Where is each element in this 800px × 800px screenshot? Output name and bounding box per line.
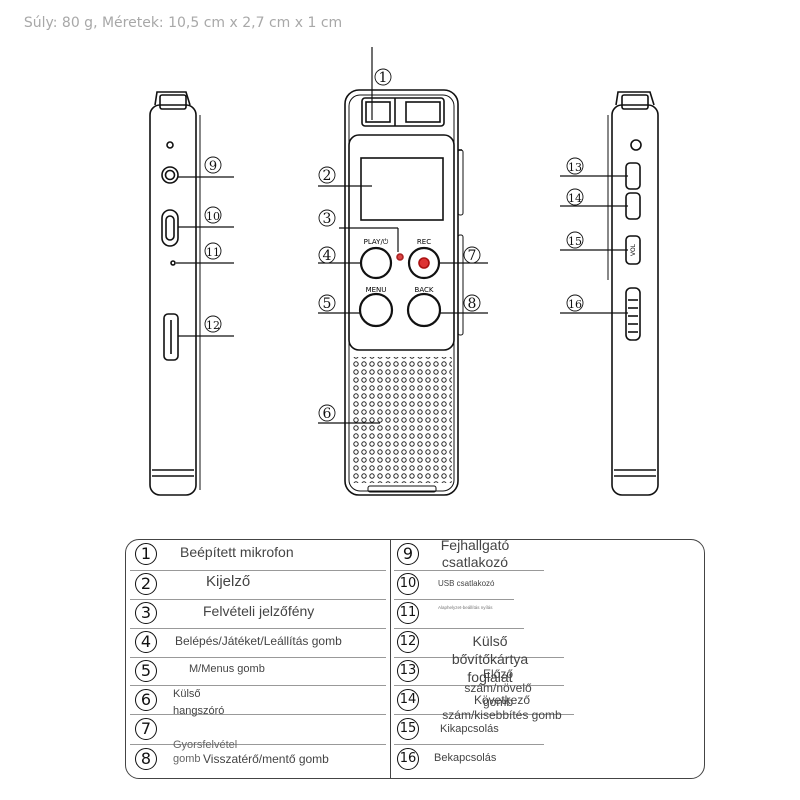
legend-num: 11 xyxy=(397,602,419,624)
menu-button-icon xyxy=(358,292,394,328)
svg-text:2: 2 xyxy=(323,168,332,184)
callout-7: 7 xyxy=(463,246,481,264)
legend-label: Előző szám/növelő gomb xyxy=(464,667,532,709)
legend-label: Alaphelyzet-beállítás nyílás xyxy=(438,605,493,610)
legend-num: 5 xyxy=(135,660,157,682)
legend-num: 16 xyxy=(397,748,419,770)
callout-3: 3 xyxy=(318,209,336,227)
svg-text:1: 1 xyxy=(379,70,388,86)
front-view xyxy=(318,47,488,496)
legend-num: 15 xyxy=(397,718,419,740)
svg-text:4: 4 xyxy=(323,248,332,264)
svg-text:5: 5 xyxy=(323,296,332,312)
legend-label: Fejhallgató csatlakozó xyxy=(440,537,510,570)
legend-label: Kikapcsolás xyxy=(440,723,499,735)
svg-text:16: 16 xyxy=(568,298,582,311)
legend-label: Felvételi jelzőfény xyxy=(203,603,315,619)
next-button-icon xyxy=(625,192,641,220)
legend-label: Visszatérő/mentő gomb xyxy=(203,752,329,766)
callout-6: 6 xyxy=(318,404,336,422)
svg-text:12: 12 xyxy=(206,319,220,332)
legend-num: 9 xyxy=(397,543,419,565)
legend-label: Kijelző xyxy=(206,573,251,590)
right-side-view xyxy=(560,91,659,496)
legend-num: 3 xyxy=(135,602,157,624)
legend-num: 7 xyxy=(135,718,157,740)
svg-text:6: 6 xyxy=(323,406,332,422)
reset-hole-icon xyxy=(170,260,176,266)
vol-label: VOL xyxy=(630,243,637,256)
legend-label: Bekapcsolás xyxy=(434,752,497,764)
callout-13: 13 xyxy=(566,157,584,175)
svg-text:14: 14 xyxy=(568,192,582,205)
legend-num: 12 xyxy=(397,631,419,653)
callout-9: 9 xyxy=(204,156,222,174)
legend-num: 8 xyxy=(135,748,157,770)
svg-text:7: 7 xyxy=(468,248,477,264)
svg-text:11: 11 xyxy=(206,246,220,259)
play-label: PLAY/⏻ xyxy=(364,238,389,246)
legend-label: Külső hangszóró xyxy=(173,688,225,717)
headphone-jack-icon xyxy=(161,166,179,184)
callout-5: 5 xyxy=(318,294,336,312)
callout-8: 8 xyxy=(463,294,481,312)
callout-12: 12 xyxy=(204,315,222,333)
legend-num: 13 xyxy=(397,660,419,682)
svg-text:10: 10 xyxy=(206,210,220,223)
display-icon xyxy=(360,157,444,221)
power-led-icon xyxy=(630,139,642,151)
card-slot-icon xyxy=(163,313,179,361)
legend-label: Következő szám/kisebbítés gomb xyxy=(442,693,562,722)
rec-label: REC xyxy=(417,238,431,246)
play-button-icon xyxy=(359,246,393,280)
legend-num: 10 xyxy=(397,573,419,595)
back-label: BACK xyxy=(415,286,434,294)
usb-port-icon xyxy=(161,209,179,247)
legend-divider xyxy=(390,540,391,778)
legend-label: Beépített mikrofon xyxy=(180,544,294,560)
speaker-grill-icon xyxy=(352,357,452,483)
legend-label: Külső bővítőkártya foglalat xyxy=(451,633,529,685)
callout-1: 1 xyxy=(374,68,392,86)
callout-14: 14 xyxy=(566,188,584,206)
microphone-icon xyxy=(361,97,445,127)
power-switch-icon xyxy=(625,287,641,341)
prev-button-icon xyxy=(625,162,641,190)
svg-text:15: 15 xyxy=(568,235,582,248)
callout-16: 16 xyxy=(566,294,584,312)
legend-label: Gyorsfelvétel gomb xyxy=(173,739,238,765)
legend-num: 2 xyxy=(135,573,157,595)
callout-2: 2 xyxy=(318,166,336,184)
legend-label: Belépés/Játéket/Leállítás gomb xyxy=(175,634,342,648)
legend-num: 1 xyxy=(135,543,157,565)
svg-text:9: 9 xyxy=(209,159,217,174)
legend-num: 6 xyxy=(135,689,157,711)
legend-label: M/Menus gomb xyxy=(189,663,265,675)
svg-text:3: 3 xyxy=(323,211,332,227)
callout-15: 15 xyxy=(566,231,584,249)
callout-11: 11 xyxy=(204,242,222,260)
spec-text: Súly: 80 g, Méretek: 10,5 cm x 2,7 cm x … xyxy=(23,15,343,31)
callout-4: 4 xyxy=(318,246,336,264)
legend-num: 14 xyxy=(397,689,419,711)
device-diagram: PLAY/⏻ REC MENU BACK VOL 1 2 3 4 5 6 7 8… xyxy=(149,47,659,496)
callout-10: 10 xyxy=(204,206,222,224)
back-button-icon xyxy=(406,292,442,328)
legend-label: USB csatlakozó xyxy=(438,579,495,588)
legend-table xyxy=(125,539,705,779)
menu-label: MENU xyxy=(366,286,387,294)
legend-num: 4 xyxy=(135,631,157,653)
svg-text:8: 8 xyxy=(468,296,477,312)
record-led-icon xyxy=(396,253,404,261)
svg-text:13: 13 xyxy=(568,161,582,174)
left-side-view xyxy=(149,91,234,496)
